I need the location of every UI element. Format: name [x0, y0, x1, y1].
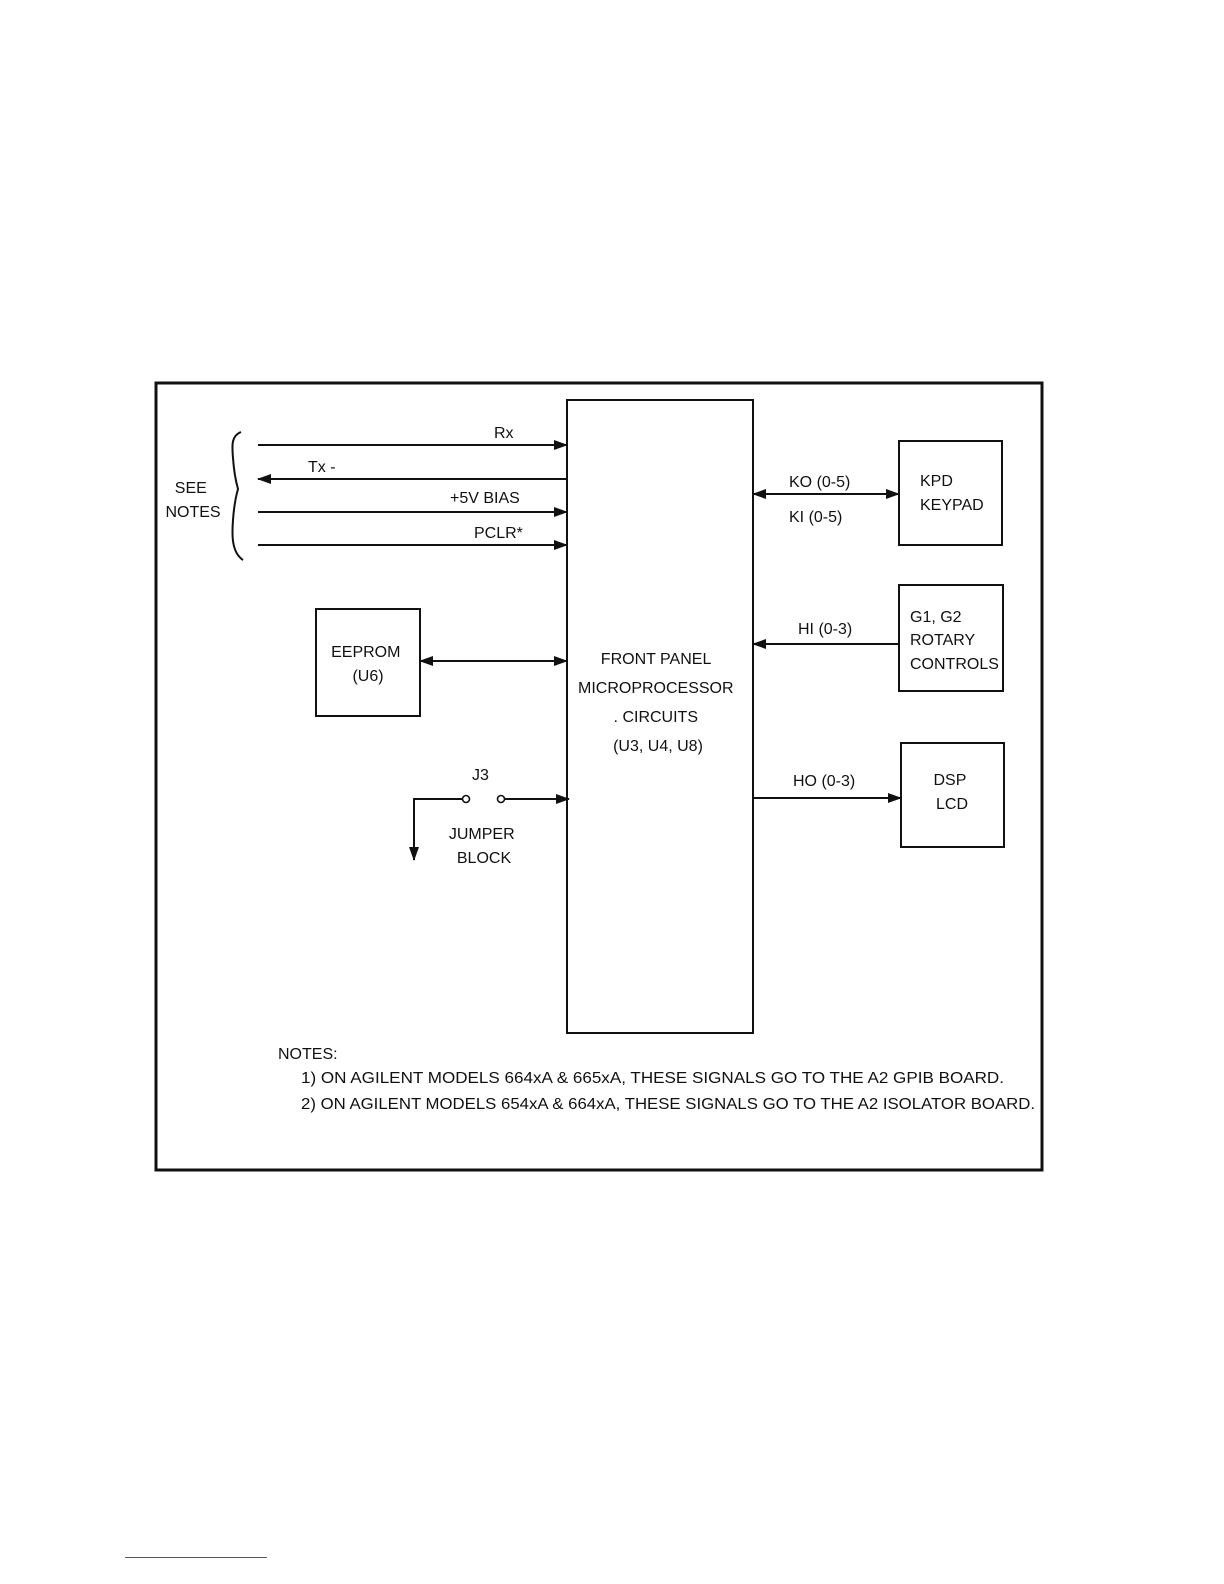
eeprom-block [315, 608, 421, 717]
ko-label: KO (0-5) [789, 474, 850, 491]
diagram-frame [154, 381, 1044, 1172]
keypad-label: KPD KEYPAD [920, 473, 984, 514]
ho-label: HO (0-3) [793, 773, 855, 790]
display-label: DSP LCD [933, 772, 970, 813]
ki-label: KI (0-5) [789, 509, 842, 526]
jumper-ground-lead [409, 798, 462, 861]
rotary-label: G1, G2 ROTARY CONTROLS [910, 609, 999, 673]
tx-label: Tx - [308, 459, 336, 476]
processor-label: FRONT PANEL MICROPROCESSOR . CIRCUITS (U… [578, 651, 738, 755]
processor-block [566, 399, 754, 1034]
pclr-label: PCLR* [474, 525, 523, 542]
jumper-pin-right [496, 794, 506, 804]
jumper-pin-left [461, 794, 471, 804]
jumper-label: JUMPER BLOCK [449, 826, 519, 867]
rx-label: Rx [494, 425, 514, 442]
keypad-block [898, 440, 1003, 546]
notes-heading: NOTES: [278, 1046, 338, 1063]
eeprom-label: EEPROM (U6) [331, 644, 405, 685]
note-2: 2) ON AGILENT MODELS 654xA & 664xA, THES… [301, 1096, 1035, 1113]
rotary-block [898, 584, 1004, 692]
see-notes-label: SEE NOTES [165, 480, 220, 521]
display-block [900, 742, 1005, 848]
signals-brace [231, 431, 244, 561]
footer-rule [125, 1557, 267, 1558]
bias-label: +5V BIAS [450, 490, 520, 507]
note-1: 1) ON AGILENT MODELS 664xA & 665xA, THES… [301, 1070, 1004, 1087]
j3-label: J3 [472, 767, 489, 784]
hi-label: HI (0-3) [798, 621, 852, 638]
